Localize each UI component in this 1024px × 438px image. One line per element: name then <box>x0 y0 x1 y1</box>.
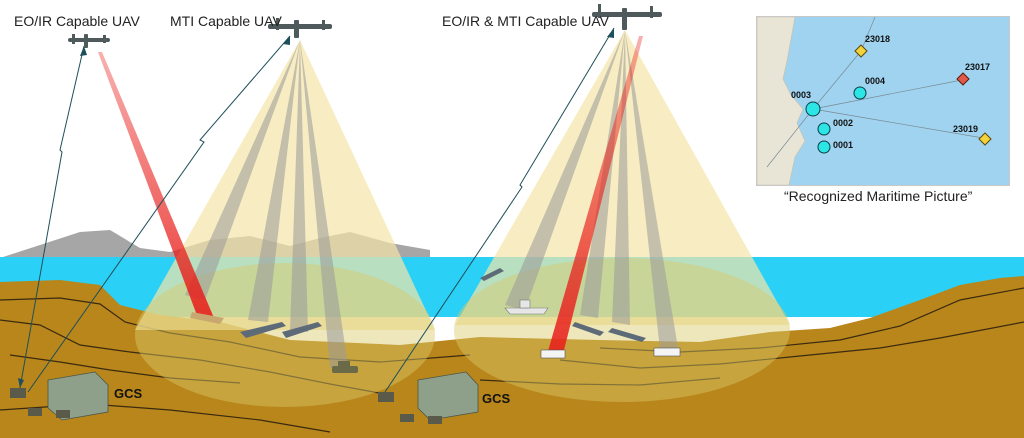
friendly-track-icon <box>805 86 867 154</box>
ship-icon <box>240 268 646 342</box>
eoir-mti-uav-icon <box>592 4 662 30</box>
coastline <box>757 17 806 185</box>
mti-uav-label: MTI Capable UAV <box>170 13 282 29</box>
track-23019: 23019 <box>953 124 979 134</box>
eoir-uav-label: EO/IR Capable UAV <box>14 13 140 29</box>
track-23017: 23017 <box>965 62 991 72</box>
small-boat-icon <box>190 312 224 324</box>
map-canvas <box>757 17 1009 185</box>
eoir-mti-uav-label: EO/IR & MTI Capable UAV <box>442 13 610 29</box>
track-lines <box>766 17 990 168</box>
tank-icon <box>332 361 358 373</box>
eoir-laser-beam-2 <box>546 36 643 358</box>
track-0001: 0001 <box>833 140 854 150</box>
track-0002: 0002 <box>833 118 854 128</box>
eoir-laser-beam-1 <box>98 52 214 318</box>
gcs-station-1 <box>10 371 109 421</box>
coverage-footprint-2 <box>454 258 790 402</box>
track-0004: 0004 <box>865 76 886 86</box>
track-23018: 23018 <box>865 34 891 44</box>
unknown-track-icon <box>854 44 992 146</box>
map-caption: “Recognized Maritime Picture” <box>784 188 973 204</box>
recognized-maritime-picture-map: 23018 0004 23017 0003 0002 23019 0001 <box>756 16 1010 186</box>
mti-beams-1 <box>185 40 348 368</box>
datalinks <box>19 27 615 393</box>
mti-uav-icon <box>268 18 332 38</box>
datalink-arrowheads <box>18 28 614 388</box>
hostile-track-icon <box>956 72 970 86</box>
track-0003: 0003 <box>791 90 812 100</box>
truck-icon <box>540 347 681 359</box>
white-ship-icon <box>504 299 549 315</box>
gcs-label-2: GCS <box>482 391 511 406</box>
gcs-label-1: GCS <box>114 386 143 401</box>
ground <box>0 276 1024 438</box>
eoir-uav-icon <box>68 34 110 48</box>
gcs-station-2 <box>378 371 479 424</box>
